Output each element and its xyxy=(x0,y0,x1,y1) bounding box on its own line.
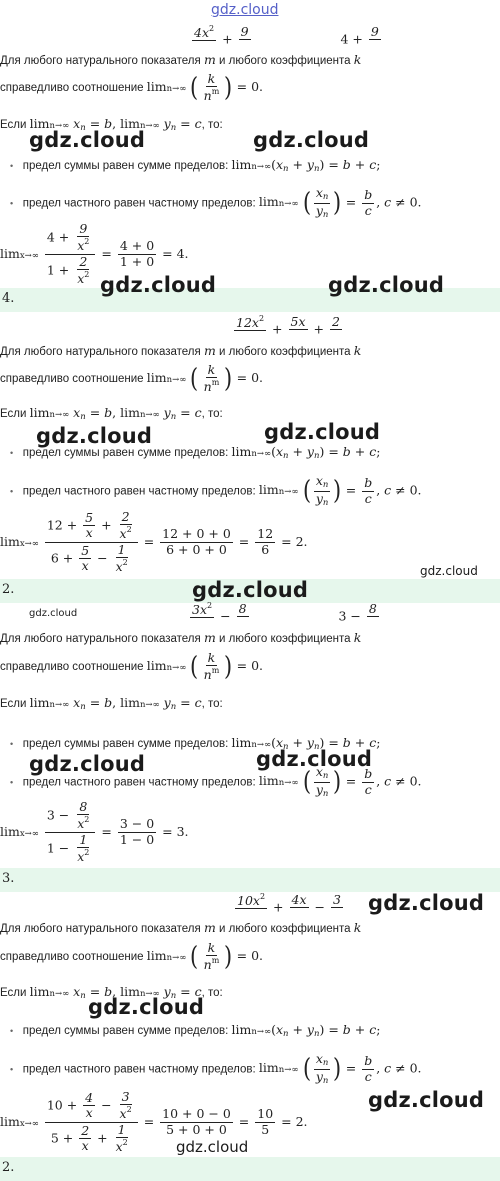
answer-row: 3. xyxy=(0,868,500,892)
quot-rule-line: • предел частного равен частному предело… xyxy=(10,185,422,220)
theory-line-1: Для любого натурального показателя m и л… xyxy=(0,630,362,645)
cut-formula-remnant: . . . . xyxy=(60,330,100,340)
sum-rule-line: • предел суммы равен сумме пределов: lim… xyxy=(10,735,381,752)
answer-row: 4. xyxy=(0,288,500,312)
watermark: gdz.cloud xyxy=(420,564,478,578)
watermark: gdz.cloud xyxy=(29,608,78,619)
watermark: gdz.cloud xyxy=(88,995,205,1019)
theory-line-3: Если limn→∞ xn = b, limn→∞ yn = c, то: xyxy=(0,984,223,1001)
theory-line-1: Для любого натурального показателя m и л… xyxy=(0,920,362,935)
quot-rule-line: • предел частного равен частному предело… xyxy=(10,1051,422,1086)
watermark-top: gdz.cloud xyxy=(211,2,279,18)
cut-formula-remnant: . . xyxy=(60,618,72,628)
theory-line-3: Если limn→∞ xn = b, limn→∞ yn = c, то: xyxy=(0,695,223,712)
answer-row: 2. xyxy=(0,1157,500,1181)
watermark: gdz.cloud xyxy=(36,424,153,448)
watermark: gdz.cloud xyxy=(29,752,146,776)
sum-rule-line: • предел суммы равен сумме пределов: lim… xyxy=(10,157,381,174)
sum-rule-line: • предел суммы равен сумме пределов: lim… xyxy=(10,1022,381,1039)
watermark: gdz.cloud xyxy=(368,1088,485,1112)
theory-line-3: Если limn→∞ xn = b, limn→∞ yn = c, то: xyxy=(0,405,223,422)
watermark: gdz.cloud xyxy=(100,273,217,297)
sum-rule-line: • предел суммы равен сумме пределов: lim… xyxy=(10,444,381,461)
theory-line-1: Для любого натурального показателя m и л… xyxy=(0,343,362,358)
watermark: gdz.cloud xyxy=(264,420,381,444)
answer-row: 2. xyxy=(0,579,500,603)
cut-formula-header: 4x2 + 9 4 + 9 xyxy=(192,24,381,47)
cut-formula-header: 10x2 + 4x − 3 xyxy=(235,892,343,915)
watermark: gdz.cloud xyxy=(368,891,485,915)
watermark: gdz.cloud xyxy=(29,128,146,152)
watermark: gdz.cloud xyxy=(176,1138,249,1156)
cut-formula-header: 12x2 + 5x + 2 xyxy=(234,314,342,337)
cut-formula-header: 3x2 − 8 3 − 8 xyxy=(190,601,379,624)
quot-rule-line: • предел частного равен частному предело… xyxy=(10,473,422,508)
theory-line-1: Для любого натурального показателя m и л… xyxy=(0,52,362,67)
theory-line-3: Если limn→∞ xn = b, limn→∞ yn = c, то: xyxy=(0,116,223,133)
quot-rule-line: • предел частного равен частному предело… xyxy=(10,764,422,799)
cut-formula-remnant: . . . . xyxy=(60,907,100,917)
watermark: gdz.cloud xyxy=(192,578,309,602)
watermark: gdz.cloud xyxy=(256,747,373,771)
cut-formula-remnant: . . xyxy=(60,40,72,50)
watermark: gdz.cloud xyxy=(253,128,370,152)
watermark: gdz.cloud xyxy=(328,273,445,297)
